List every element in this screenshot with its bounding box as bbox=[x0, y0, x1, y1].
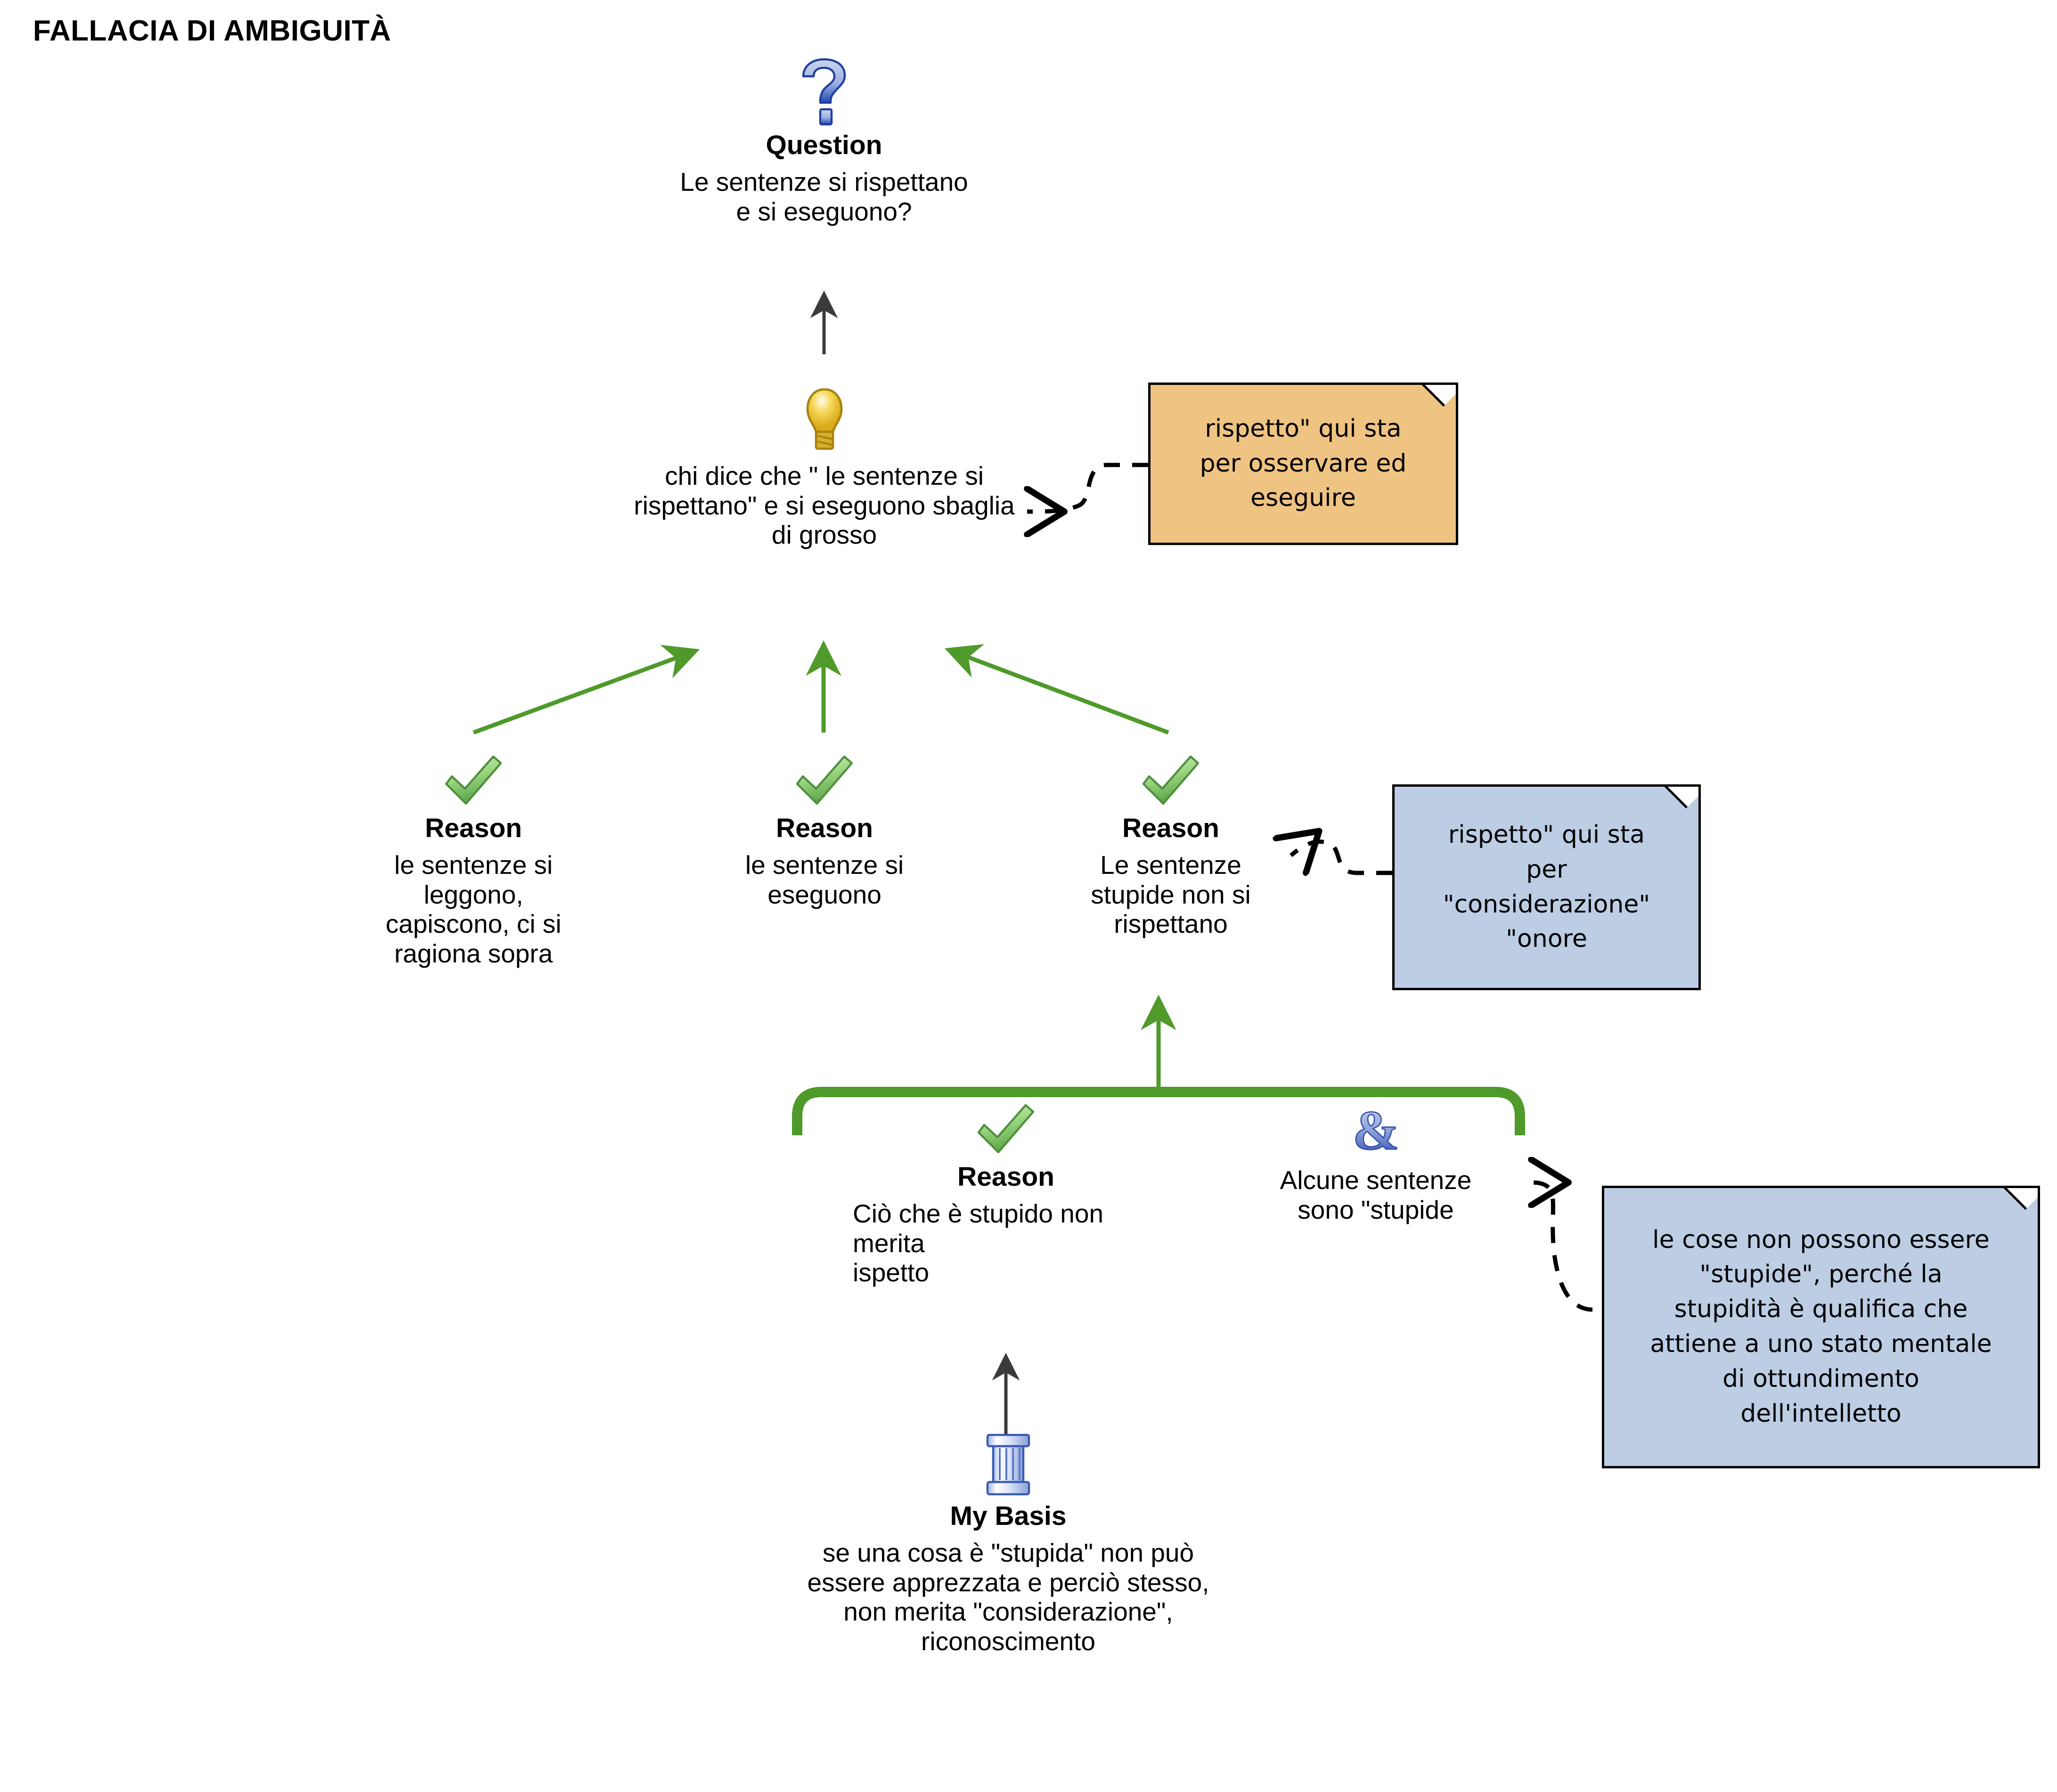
page-title: FALLACIA DI AMBIGUITÀ bbox=[33, 15, 392, 47]
node-type-label: Reason bbox=[425, 813, 522, 843]
note-fold-corner bbox=[1996, 1188, 2038, 1230]
sticky-note-text: rispetto" qui sta per osservare ed esegu… bbox=[1200, 414, 1407, 513]
note-fold-corner bbox=[1657, 787, 1698, 828]
node-body-text: chi dice che " le sentenze si rispettano… bbox=[634, 461, 1015, 550]
connector-reason3-to-claim bbox=[944, 644, 1169, 735]
sticky-note-text: rispetto" qui sta per "considerazione" "… bbox=[1443, 820, 1650, 953]
connector-note3-to-copremise bbox=[1531, 1182, 1593, 1312]
green-check-icon bbox=[977, 1104, 1035, 1154]
node-reason-3[interactable]: Reason Le sentenze stupide non si rispet… bbox=[1032, 754, 1310, 939]
node-body-text: Le sentenze si rispettano e si eseguono? bbox=[680, 167, 968, 226]
node-type-label: Reason bbox=[957, 1162, 1054, 1192]
connector-reason1-to-claim bbox=[473, 644, 700, 735]
sticky-note-text: le cose non possono essere "stupide", pe… bbox=[1650, 1225, 1992, 1428]
svg-text:&: & bbox=[1352, 1102, 1399, 1159]
node-my-basis[interactable]: My Basis se una cosa è "stupida" non può… bbox=[721, 1432, 1296, 1656]
node-body-text: Ciò che è stupido non merita ispetto bbox=[853, 1198, 1104, 1287]
node-type-label: Reason bbox=[1122, 813, 1219, 843]
node-body-text: Le sentenze stupide non si rispettano bbox=[1091, 850, 1251, 939]
sticky-note-blue-lower[interactable]: le cose non possono essere "stupide", pe… bbox=[1602, 1186, 2040, 1468]
node-reason-2[interactable]: Reason le sentenze si eseguono bbox=[683, 754, 966, 909]
column-icon bbox=[986, 1434, 1030, 1496]
node-question[interactable]: Question Le sentenze si rispettano e si … bbox=[565, 57, 1083, 226]
sticky-note-blue-upper[interactable]: rispetto" qui sta per "considerazione" "… bbox=[1392, 784, 1701, 990]
sticky-note-orange[interactable]: rispetto" qui sta per osservare ed esegu… bbox=[1148, 383, 1458, 545]
green-check-icon bbox=[1142, 755, 1200, 805]
node-type-label: Question bbox=[766, 130, 882, 160]
node-reason-1[interactable]: Reason le sentenze si leggono, capiscono… bbox=[330, 754, 617, 969]
node-body-text: se una cosa è "stupida" non può essere a… bbox=[807, 1538, 1209, 1656]
node-body-text: le sentenze si eseguono bbox=[745, 850, 904, 909]
node-body-text: Alcune sentenze sono "stupide bbox=[1280, 1165, 1472, 1224]
node-reason-4[interactable]: Reason Ciò che è stupido non merita ispe… bbox=[843, 1102, 1168, 1287]
node-main-claim[interactable]: chi dice che " le sentenze si rispettano… bbox=[547, 386, 1101, 550]
green-check-icon bbox=[796, 755, 853, 805]
ampersand-icon: & bbox=[1352, 1102, 1399, 1159]
note-fold-corner bbox=[1414, 385, 1456, 426]
node-body-text: le sentenze si leggono, capiscono, ci si… bbox=[385, 850, 562, 969]
lightbulb-icon bbox=[806, 388, 842, 450]
node-copremise[interactable]: & Alcune sentenze sono "stupide bbox=[1244, 1102, 1508, 1224]
node-type-label: My Basis bbox=[950, 1501, 1067, 1531]
question-mark-icon bbox=[802, 58, 846, 126]
node-type-label: Reason bbox=[776, 813, 873, 843]
green-check-icon bbox=[445, 755, 502, 805]
